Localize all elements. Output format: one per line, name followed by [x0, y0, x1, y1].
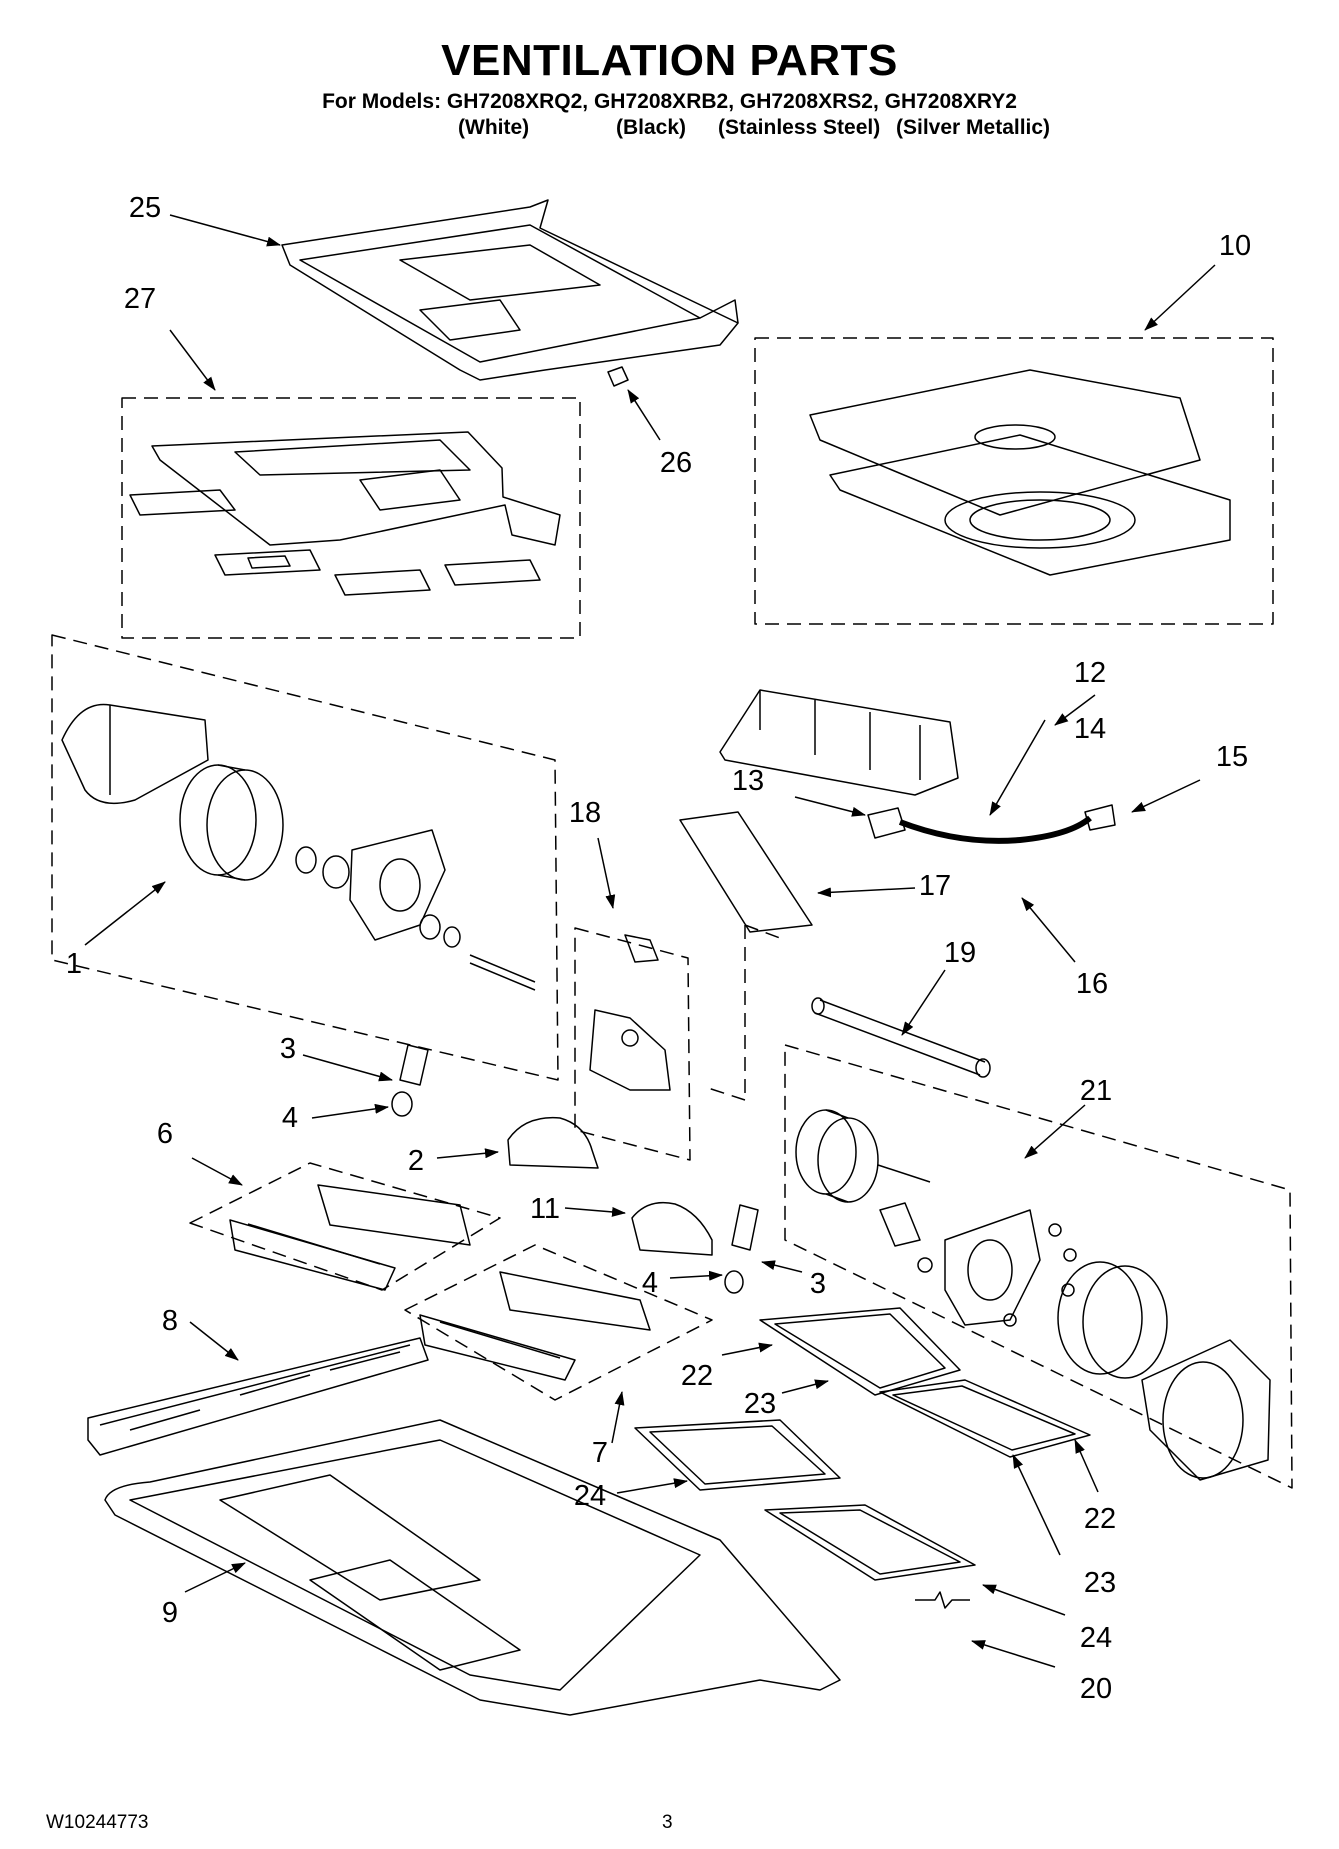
- cover-plate: [809, 369, 1231, 576]
- wire-harness: [867, 804, 1116, 844]
- callout-24-left: 24: [574, 1480, 606, 1512]
- callout-9: 9: [162, 1597, 178, 1629]
- washer-4-left: [391, 1091, 413, 1117]
- thumbscrew-3-right: [731, 1204, 759, 1251]
- callout-8: 8: [162, 1305, 178, 1337]
- damper-11: [631, 1201, 713, 1256]
- page-number: 3: [662, 1812, 673, 1833]
- callout-26: 26: [660, 447, 692, 479]
- group-7-box: [404, 1244, 713, 1401]
- top-vent-panel: [281, 199, 739, 381]
- damper-2: [507, 1116, 599, 1169]
- callout-23-left: 23: [744, 1388, 776, 1420]
- callout-2: 2: [408, 1145, 424, 1177]
- callout-14: 14: [1074, 713, 1106, 745]
- callout-11: 11: [530, 1193, 560, 1225]
- thumbscrew-3-left: [399, 1044, 429, 1086]
- washer-4-right: [724, 1270, 744, 1294]
- callout-23-right: 23: [1084, 1567, 1116, 1599]
- color-black: (Black): [616, 116, 687, 139]
- callout-20: 20: [1080, 1673, 1112, 1705]
- callout-3-right: 3: [810, 1268, 826, 1300]
- group-18-box: [574, 927, 691, 1161]
- callout-19: 19: [944, 937, 976, 969]
- vent-grille: [679, 811, 813, 933]
- callout-22-left: 22: [681, 1360, 713, 1392]
- motor-assembly: [795, 1109, 1271, 1481]
- callout-13: 13: [732, 765, 764, 797]
- callout-4-left: 4: [282, 1102, 298, 1134]
- callout-18: 18: [569, 797, 601, 829]
- clip-part: [607, 366, 629, 387]
- color-silver: (Silver Metallic): [896, 116, 1051, 139]
- filter-frame-22a: [759, 1307, 961, 1396]
- callout-24-right: 24: [1080, 1622, 1112, 1654]
- page-title: VENTILATION PARTS: [441, 36, 898, 85]
- threaded-rod: [811, 997, 991, 1078]
- callout-7: 7: [592, 1437, 608, 1469]
- callout-16: 16: [1076, 968, 1108, 1000]
- grease-frame-24b: [764, 1504, 976, 1581]
- callout-3-left: 3: [280, 1033, 296, 1065]
- blower-housing-1: [61, 703, 536, 991]
- callout-12: 12: [1074, 657, 1106, 689]
- callout-10: 10: [1219, 230, 1251, 262]
- callout-6: 6: [157, 1118, 173, 1150]
- bottom-vent-pan: [104, 1419, 841, 1716]
- group-6-box: [189, 1162, 501, 1291]
- callout-21: 21: [1080, 1075, 1112, 1107]
- leader-lines: [84, 214, 1216, 1668]
- callout-17: 17: [919, 870, 951, 902]
- color-stainless: (Stainless Steel): [718, 116, 881, 139]
- grease-frame-24a: [634, 1419, 841, 1491]
- group-21-box: [784, 1044, 1293, 1489]
- spring-clip-20: [915, 1591, 970, 1609]
- color-white: (White): [458, 116, 530, 139]
- models-line: For Models: GH7208XRQ2, GH7208XRB2, GH72…: [322, 90, 1017, 113]
- panel-8: [87, 1337, 429, 1456]
- callout-22-right: 22: [1084, 1503, 1116, 1535]
- group-27-box: [121, 397, 581, 639]
- callout-25: 25: [129, 192, 161, 224]
- filter-frame-22b: [879, 1379, 1091, 1458]
- callout-15: 15: [1216, 741, 1248, 773]
- callout-1: 1: [66, 948, 82, 980]
- group-1-box: [51, 634, 559, 1081]
- callout-27: 27: [124, 283, 156, 315]
- bracket-part: [589, 934, 671, 1091]
- foam-seal-pieces: [129, 431, 561, 596]
- document-number: W10244773: [46, 1812, 149, 1833]
- callout-4-right: 4: [642, 1267, 658, 1299]
- group-10-box: [754, 337, 1274, 625]
